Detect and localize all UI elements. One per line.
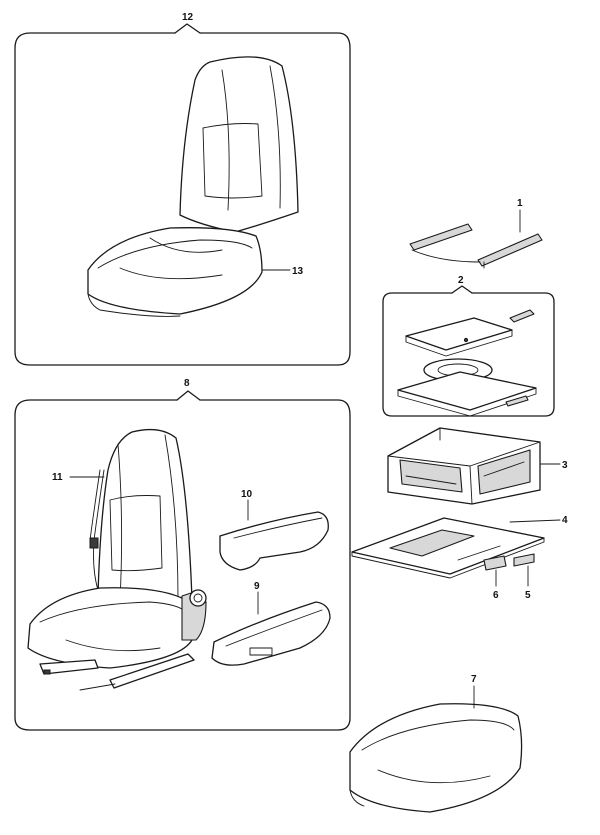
group-8-bracket-peak xyxy=(176,390,201,401)
group-12-bracket-peak xyxy=(174,23,201,34)
recline-knob xyxy=(181,589,207,641)
group-12-frame xyxy=(14,32,351,366)
part-5-bracket xyxy=(513,553,535,567)
callout-6: 6 xyxy=(493,590,499,601)
callout-12: 12 xyxy=(182,12,194,23)
group-8-frame xyxy=(14,399,351,731)
callout-4: 4 xyxy=(562,515,568,526)
group-2-bracket-peak xyxy=(451,285,473,294)
callout-5: 5 xyxy=(525,590,531,601)
callout-3: 3 xyxy=(562,460,568,471)
seat-belt-buckle xyxy=(89,537,99,549)
seat-slide-rails xyxy=(39,653,195,691)
callout-2: 2 xyxy=(458,275,464,286)
callout-10: 10 xyxy=(241,489,253,500)
callout-7: 7 xyxy=(471,674,477,685)
backrest-cover-12 xyxy=(179,56,299,233)
group-2-swivel-kit: 2 xyxy=(382,275,555,417)
callout-8: 8 xyxy=(184,378,190,389)
part-7-seat-cushion xyxy=(349,703,523,813)
cushion-cover-13 xyxy=(87,227,263,317)
callout-11: 11 xyxy=(52,472,63,483)
callout-1: 1 xyxy=(517,198,523,209)
leader-4 xyxy=(509,519,561,523)
armrest-9 xyxy=(211,601,331,666)
armrest-10 xyxy=(219,511,329,571)
group-8-seat-assembly: 8 11 xyxy=(14,378,351,731)
part-6-bracket xyxy=(483,555,507,571)
seat-backrest xyxy=(97,428,193,613)
part-4-floor-plate xyxy=(351,517,545,579)
group-12-seat-cover-kit: 12 13 xyxy=(14,12,351,366)
part-1-seat-runners xyxy=(409,223,543,269)
part-3-seat-box xyxy=(387,427,541,505)
seat-cushion xyxy=(27,587,194,669)
callout-13: 13 xyxy=(292,266,304,277)
callout-9: 9 xyxy=(254,581,260,592)
